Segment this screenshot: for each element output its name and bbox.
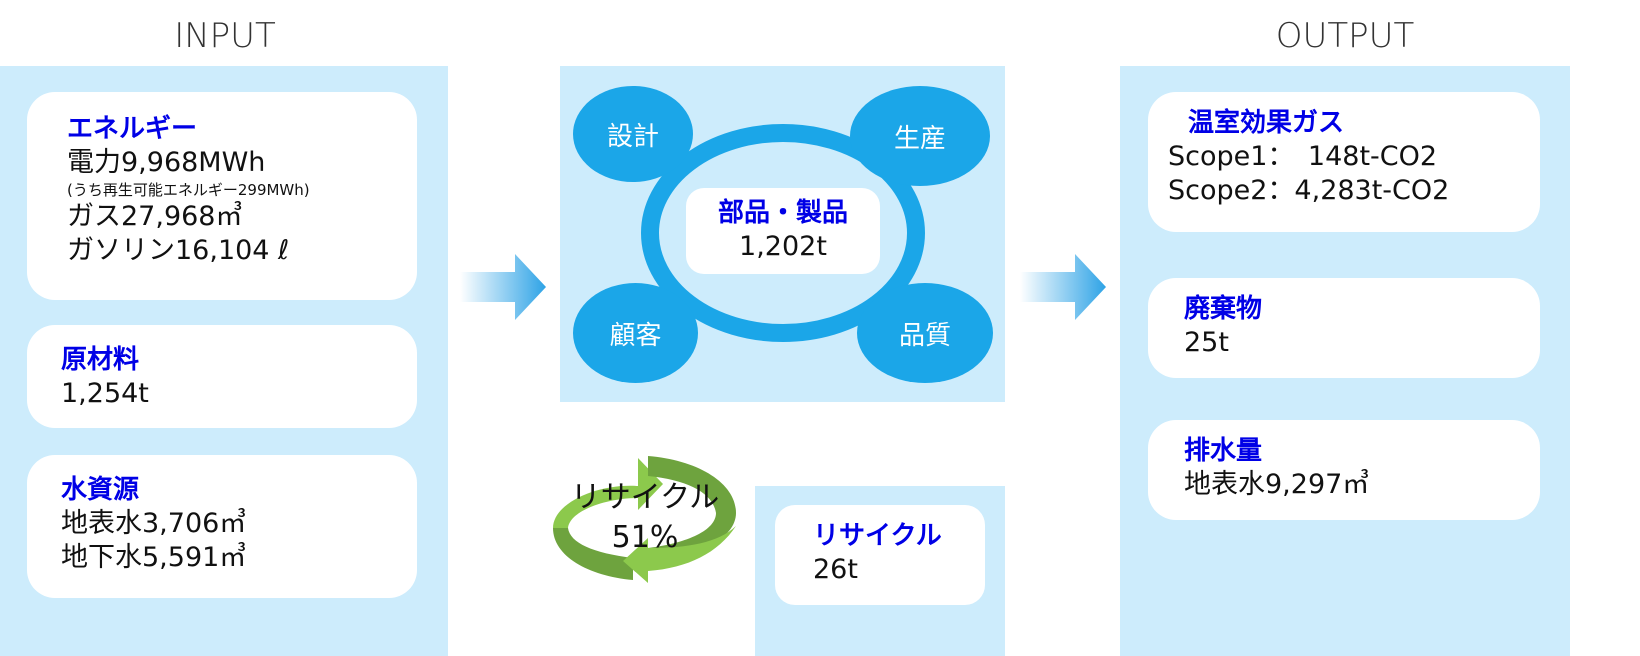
recycle-rate-label: リサイクル [570, 480, 720, 515]
recycle-heading: リサイクル [813, 521, 942, 551]
waste-heading: 廃棄物 [1184, 294, 1263, 324]
gasoline-value: ガソリン16,104 ℓ [67, 235, 290, 266]
ghg-box: 温室効果ガス Scope1： 148t-CO2 Scope2：4,283t-CO… [1148, 92, 1540, 232]
scope1-value: Scope1： 148t-CO2 [1168, 141, 1438, 172]
stage-production: 生産 [850, 86, 990, 186]
center-heading: 部品・製品 [717, 198, 848, 228]
recycle-value: 26t [813, 554, 858, 585]
energy-heading: エネルギー [67, 114, 198, 144]
ground-water-value: 地下水5,591㎥ [61, 542, 247, 573]
surface-water-value: 地表水3,706㎥ [61, 508, 247, 539]
center-value: 1,202t [739, 231, 827, 262]
recycle-box: リサイクル 26t [775, 505, 985, 605]
stage-customer: 顧客 [573, 283, 698, 383]
raw-materials-heading: 原材料 [61, 345, 140, 375]
wastewater-heading: 排水量 [1184, 436, 1263, 466]
water-box: 水資源 地表水3,706㎥ 地下水5,591㎥ [27, 455, 417, 598]
center-box: 部品・製品 1,202t [686, 188, 880, 274]
cycle-ring [641, 124, 925, 342]
input-title: INPUT [174, 16, 276, 56]
ghg-heading: 温室効果ガス [1188, 108, 1345, 138]
waste-value: 25t [1184, 327, 1229, 358]
arrow-right-icon [460, 254, 546, 320]
electricity-value: 電力9,968MWh [67, 147, 266, 178]
raw-materials-box: 原材料 1,254t [27, 325, 417, 428]
arrow-right-icon [1020, 254, 1106, 320]
gas-value: ガス27,968㎥ [67, 201, 243, 232]
wastewater-box: 排水量 地表水9,297㎥ [1148, 420, 1540, 520]
waste-box: 廃棄物 25t [1148, 278, 1540, 378]
water-heading: 水資源 [61, 475, 140, 505]
recycle-rate: リサイクル 51% [565, 478, 725, 558]
scope2-value: Scope2：4,283t-CO2 [1168, 175, 1450, 206]
wastewater-value: 地表水9,297㎥ [1184, 469, 1370, 500]
recycle-arrows-icon [553, 456, 736, 583]
renewable-note: (うち再生可能エネルギー299MWh) [67, 181, 310, 199]
energy-box: エネルギー 電力9,968MWh (うち再生可能エネルギー299MWh) ガス2… [27, 92, 417, 300]
stage-design: 設計 [573, 86, 693, 182]
raw-materials-value: 1,254t [61, 378, 149, 409]
stage-quality: 品質 [857, 283, 993, 383]
recycle-rate-value: 51% [611, 520, 679, 555]
output-title: OUTPUT [1275, 16, 1415, 56]
